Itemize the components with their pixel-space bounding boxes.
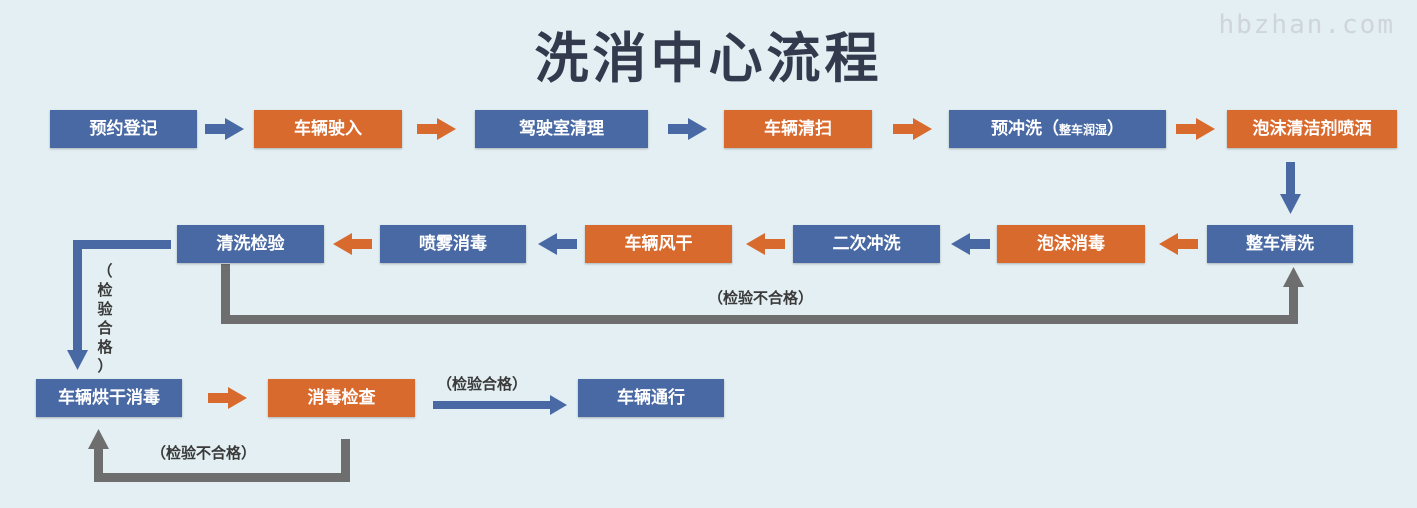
arrow-return-row2: [221, 264, 1304, 324]
arrow-row2-3: [746, 233, 785, 255]
arrow-row3-1: [208, 387, 247, 409]
vlabel-char: 验: [97, 300, 113, 318]
vlabel-char: 合: [97, 319, 113, 337]
step-foam-spray: 泡沫清洁剂喷洒: [1227, 110, 1397, 148]
arrow-down-2: [67, 240, 171, 370]
vlabel-char: （: [97, 262, 113, 280]
step-foam-disinfect: 泡沫消毒: [997, 225, 1145, 263]
arrow-row2-2: [951, 233, 990, 255]
watermark: hbzhan.com: [1218, 10, 1395, 40]
label-pass-vertical: （ 检 验 合 格 ）: [95, 262, 115, 376]
step-full-wash: 整车清洗: [1207, 225, 1353, 263]
step-air-dry: 车辆风干: [585, 225, 732, 263]
step-vehicle-entry: 车辆驶入: [254, 110, 402, 148]
step-cab-cleaning: 驾驶室清理: [475, 110, 648, 148]
step-vehicle-pass: 车辆通行: [578, 379, 724, 417]
pre-rinse-sublabel: 整车润湿: [1058, 123, 1107, 137]
page-title: 洗消中心流程: [534, 27, 883, 90]
step-bake-disinfect: 车辆烘干消毒: [36, 379, 182, 417]
arrow-row1-1: [205, 118, 244, 140]
arrow-row1-5: [1176, 118, 1215, 140]
arrow-row1-3: [668, 118, 707, 140]
step-reservation: 预约登记: [50, 110, 197, 148]
step-pre-rinse: 预冲洗（整车润湿）: [949, 110, 1166, 148]
arrow-return-row3: [88, 429, 350, 482]
vlabel-char: 格: [97, 338, 113, 356]
label-pass-row3: （检验合格）: [437, 375, 528, 393]
arrow-down-1: [1280, 162, 1301, 214]
label-fail-row2: （检验不合格）: [708, 289, 814, 307]
arrow-row3-2: [433, 395, 567, 415]
step-spray-disinfect: 喷雾消毒: [380, 225, 526, 263]
step-second-rinse: 二次冲洗: [793, 225, 940, 263]
arrow-row2-5: [333, 233, 372, 255]
pre-rinse-close: ）: [1107, 119, 1124, 139]
step-vehicle-sweeping: 车辆清扫: [724, 110, 872, 148]
arrow-row1-4: [893, 118, 932, 140]
vlabel-char: ）: [97, 357, 113, 375]
arrow-row1-2: [417, 118, 456, 140]
vlabel-char: 检: [97, 281, 113, 299]
step-wash-inspection: 清洗检验: [177, 225, 324, 263]
arrow-row2-4: [538, 233, 577, 255]
pre-rinse-label: 预冲洗（: [990, 119, 1059, 139]
arrow-row2-1: [1159, 233, 1198, 255]
label-fail-row3: （检验不合格）: [151, 444, 257, 462]
step-disinfect-check: 消毒检查: [268, 379, 415, 417]
